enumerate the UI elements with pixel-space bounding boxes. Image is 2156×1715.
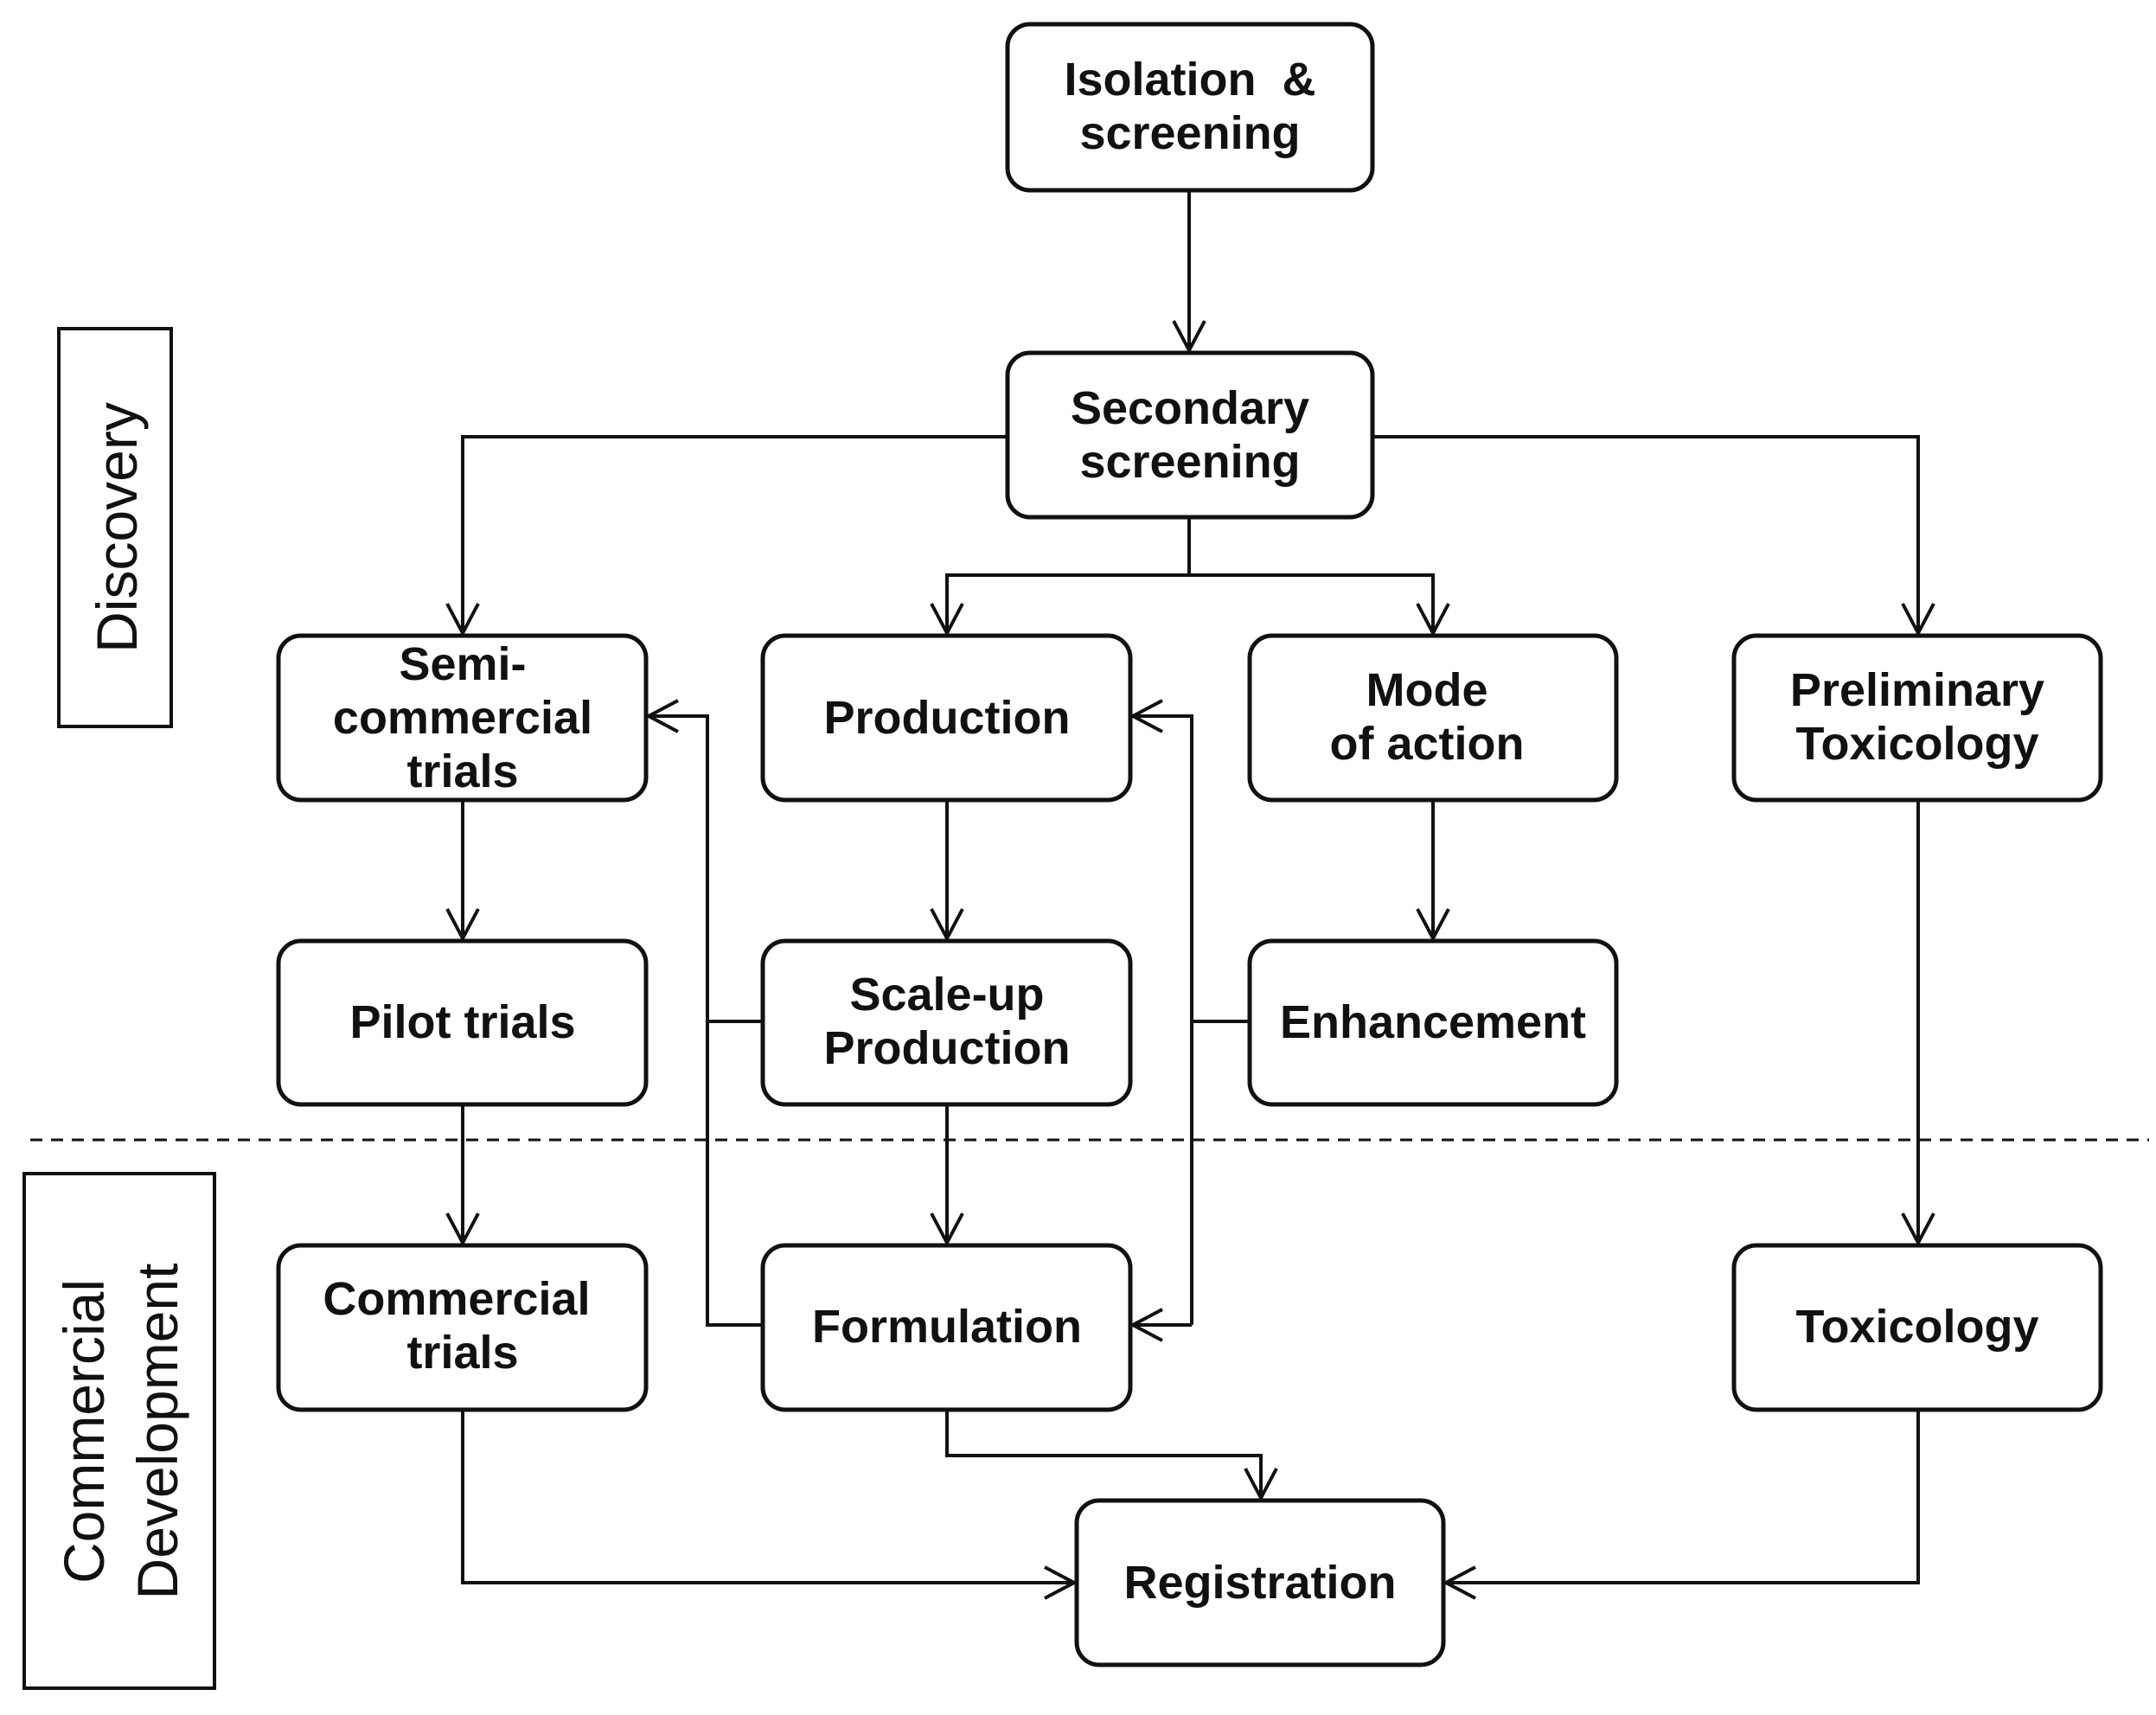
semi-label-line1: Semi- <box>399 638 526 690</box>
scaleup-label-line1: Scale-up <box>849 969 1044 1021</box>
isolation-label-line1: Isolation & <box>1064 54 1315 106</box>
secondary-box <box>1005 350 1375 520</box>
formulation-box <box>760 1243 1133 1412</box>
toxicology-box <box>1731 1243 2103 1412</box>
arrow-commercial-trials-to-registration <box>461 1410 1078 1600</box>
arrow-loop-to-production <box>1129 699 1193 1325</box>
mode-label-line2: of action <box>1330 718 1525 770</box>
arrow-secondary-to-prelim-tox <box>1372 435 1935 637</box>
enhancement-label: Enhancement <box>1280 996 1586 1048</box>
registration-label: Registration <box>1123 1557 1396 1609</box>
production-label: Production <box>824 692 1071 744</box>
prelim-tox-box <box>1731 633 2103 803</box>
isolation-label-line2: screening <box>1079 107 1300 159</box>
formulation-label: Formulation <box>812 1301 1082 1353</box>
enhancement-box <box>1247 938 1619 1107</box>
arrow-formulation-to-registration <box>945 1410 1278 1502</box>
commercial-trials-label-line2: trials <box>406 1327 518 1379</box>
arrow-secondary-to-mode <box>1189 573 1450 637</box>
scaleup-label-line2: Production <box>824 1022 1071 1074</box>
isolation-box <box>1005 22 1375 193</box>
prelim-tox-label-line1: Preliminary <box>1790 664 2044 716</box>
secondary-label-line2: screening <box>1079 436 1300 488</box>
discovery-phase-box: Discovery <box>57 327 173 728</box>
commercial-phase-label-line1: Commercial <box>52 1279 116 1584</box>
pilot-label: Pilot trials <box>349 996 575 1048</box>
prelim-tox-label-line2: Toxicology <box>1795 718 2038 770</box>
mode-label-line1: Mode <box>1366 664 1488 716</box>
registration-box <box>1074 1498 1446 1667</box>
arrow-secondary-to-semi <box>445 435 1008 637</box>
commercial-trials-box <box>276 1243 649 1412</box>
connectors <box>445 190 1935 1600</box>
boxes <box>276 22 2103 1667</box>
arrow-secondary-to-production <box>930 573 1189 637</box>
secondary-label-line1: Secondary <box>1071 382 1309 434</box>
commercial-trials-label-line1: Commercial <box>323 1273 590 1325</box>
commercial-phase-label-line2: Development <box>125 1264 189 1600</box>
semi-label-line2: commercial <box>333 692 592 744</box>
production-box <box>760 633 1133 803</box>
semi-label-line3: trials <box>406 746 518 797</box>
arrow-toxicology-to-registration <box>1442 1410 1920 1600</box>
discovery-phase-label: Discovery <box>85 402 149 653</box>
toxicology-label: Toxicology <box>1795 1301 2038 1353</box>
scaleup-box <box>760 938 1133 1107</box>
semi-box <box>276 633 649 803</box>
mode-box <box>1247 633 1619 803</box>
commercial-development-phase-box: Commercial Development <box>22 1172 216 1690</box>
pilot-box <box>276 938 649 1107</box>
